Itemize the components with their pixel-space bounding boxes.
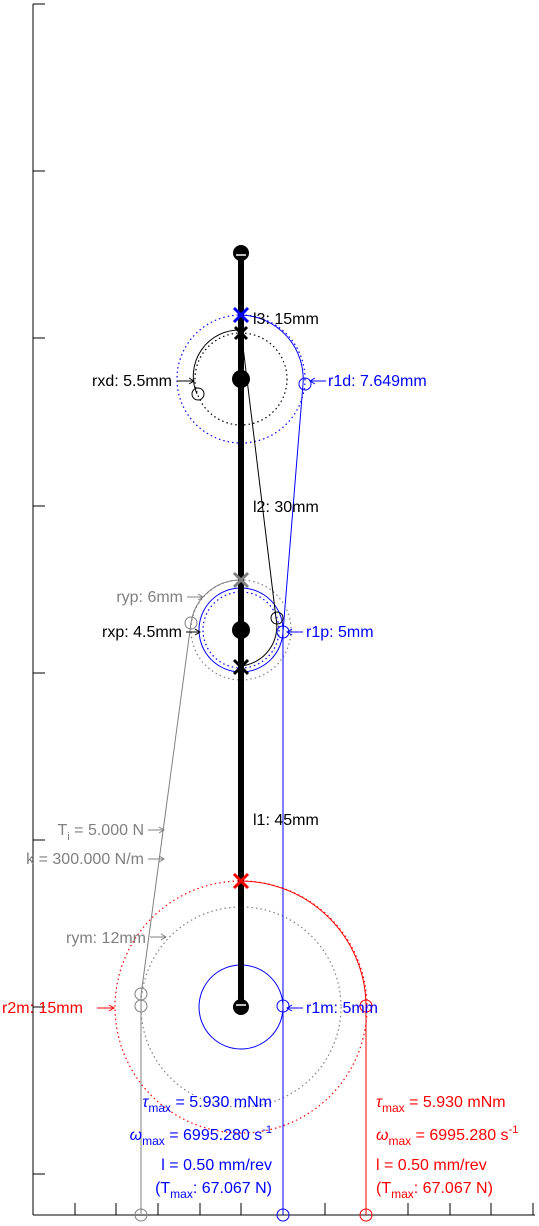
rym-arrow bbox=[150, 933, 167, 941]
r2m-tangent-point bbox=[359, 999, 373, 1013]
base-inner-dotted-circle bbox=[140, 906, 342, 1108]
gray-tendon bbox=[140, 579, 242, 1215]
blue-motor-stats: τmax = 5.930 mNm ωmax = 6995.280 s-1 l =… bbox=[130, 1094, 272, 1201]
r2m-arrow bbox=[97, 1004, 115, 1012]
ryp-arrow bbox=[187, 593, 204, 601]
distal-joint bbox=[232, 370, 250, 388]
r1p-arrow bbox=[286, 628, 303, 636]
red-omega-max: ωmax = 6995.280 s-1 bbox=[376, 1124, 518, 1148]
ti-arrow bbox=[148, 826, 165, 834]
ryp-tangent-point bbox=[184, 616, 198, 630]
x-ticks bbox=[74, 1203, 534, 1215]
tendons bbox=[140, 314, 367, 1215]
r1m-label: r1m: 5mm bbox=[306, 1000, 378, 1017]
red-lead: l = 0.50 mm/rev bbox=[376, 1157, 487, 1174]
blue-t-max: (Tmax: 67.067 N) bbox=[155, 1180, 272, 1201]
r2m-label: r2m: 15mm bbox=[2, 1000, 83, 1017]
l1-label: l1: 45mm bbox=[253, 812, 319, 829]
fingertip-joint bbox=[233, 245, 249, 261]
red-motor-stats: τmax = 5.930 mNm ωmax = 6995.280 s-1 l =… bbox=[376, 1094, 518, 1201]
blue-tendon bbox=[240, 314, 304, 1215]
base-outer-dotted-circle bbox=[114, 880, 368, 1134]
r1p-label: r1p: 5mm bbox=[306, 624, 374, 641]
rxp-tangent-point bbox=[270, 611, 284, 625]
r1d-label: r1d: 7.649mm bbox=[328, 373, 427, 390]
rxd-arrow bbox=[177, 377, 195, 385]
gray-x-marker bbox=[232, 571, 250, 589]
l2-label: l2: 30mm bbox=[253, 499, 319, 516]
joints bbox=[232, 245, 250, 1015]
r1m-tangent-point bbox=[276, 999, 290, 1013]
blue-omega-max: ωmax = 6995.280 s-1 bbox=[130, 1124, 272, 1148]
gray-axis-point bbox=[134, 1208, 148, 1222]
base-joint bbox=[233, 999, 249, 1015]
blue-axis-point bbox=[276, 1208, 290, 1222]
y-ticks bbox=[33, 3, 45, 1175]
black-x-marker-bottom bbox=[232, 658, 250, 676]
r1m-arrow bbox=[286, 1004, 303, 1012]
r1d-arrow bbox=[309, 377, 326, 385]
blue-lead: l = 0.50 mm/rev bbox=[161, 1157, 272, 1174]
x-markers bbox=[232, 306, 250, 890]
rxp-label: rxp: 4.5mm bbox=[102, 624, 182, 641]
rxd-tangent-point bbox=[191, 387, 205, 401]
axes bbox=[32, 3, 535, 1216]
red-t-max: (Tmax: 67.067 N) bbox=[376, 1180, 493, 1201]
blue-x-marker bbox=[232, 306, 250, 324]
dimension-labels: l3: 15mm l2: 30mm l1: 45mm rxd: 5.5mm r1… bbox=[2, 311, 427, 1017]
r1d-tangent-point bbox=[298, 377, 312, 391]
red-axis-point bbox=[359, 1208, 373, 1222]
label-arrows bbox=[97, 377, 326, 1012]
proximal-joint bbox=[232, 621, 250, 639]
ryp-label: ryp: 6mm bbox=[116, 589, 183, 606]
red-tau-max: τmax = 5.930 mNm bbox=[376, 1094, 506, 1115]
l3-label: l3: 15mm bbox=[253, 311, 319, 328]
gray-tangent-point-b bbox=[134, 999, 148, 1013]
blue-tau-max: τmax = 5.930 mNm bbox=[142, 1094, 272, 1115]
rym-label: rym: 12mm bbox=[66, 930, 146, 947]
k-arrow bbox=[148, 855, 165, 863]
k-label: k = 300.000 N/m bbox=[26, 851, 144, 868]
red-x-marker bbox=[232, 872, 250, 890]
red-tendon bbox=[240, 880, 367, 1215]
ti-label: Ti = 5.000 N bbox=[57, 822, 144, 843]
black-x-marker-top bbox=[233, 325, 249, 341]
rxp-arrow bbox=[186, 628, 201, 636]
rxd-label: rxd: 5.5mm bbox=[92, 373, 172, 390]
